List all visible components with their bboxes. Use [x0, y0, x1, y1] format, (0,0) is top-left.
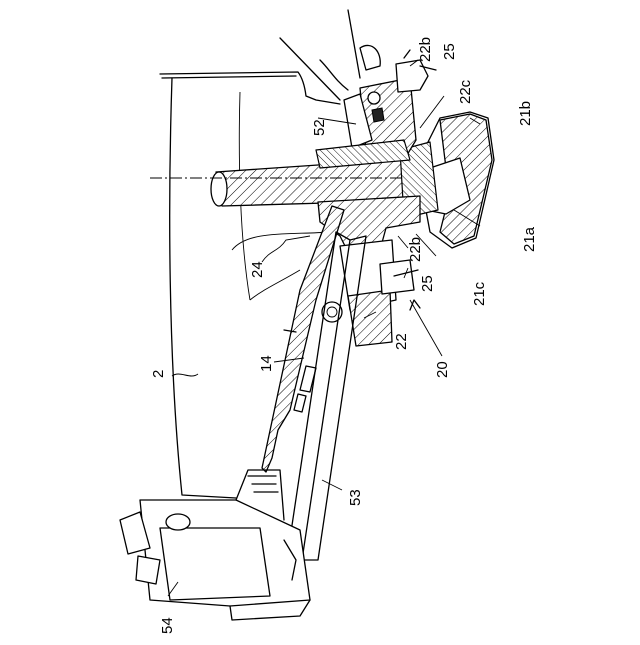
label-22b-low: 22b [407, 237, 424, 262]
wires [280, 10, 360, 100]
label-53: 53 [347, 489, 364, 506]
label-22b-top: 22b [417, 37, 434, 62]
label-22: 22 [393, 333, 410, 350]
label-21b: 21b [517, 101, 534, 126]
label-21a: 21a [521, 226, 538, 252]
label-25-top: 25 [441, 43, 458, 60]
label-21c: 21c [471, 281, 488, 306]
label-24: 24 [249, 261, 266, 278]
lever-plate-14 [262, 206, 344, 472]
label-14: 14 [258, 355, 275, 372]
label-52: 52 [311, 119, 328, 136]
label-25-low: 25 [419, 275, 436, 292]
label-22c: 22c [457, 79, 474, 104]
switch-unit-54 [120, 470, 310, 620]
label-54: 54 [159, 617, 176, 634]
label-2: 2 [150, 370, 167, 378]
label-20: 20 [434, 361, 451, 378]
